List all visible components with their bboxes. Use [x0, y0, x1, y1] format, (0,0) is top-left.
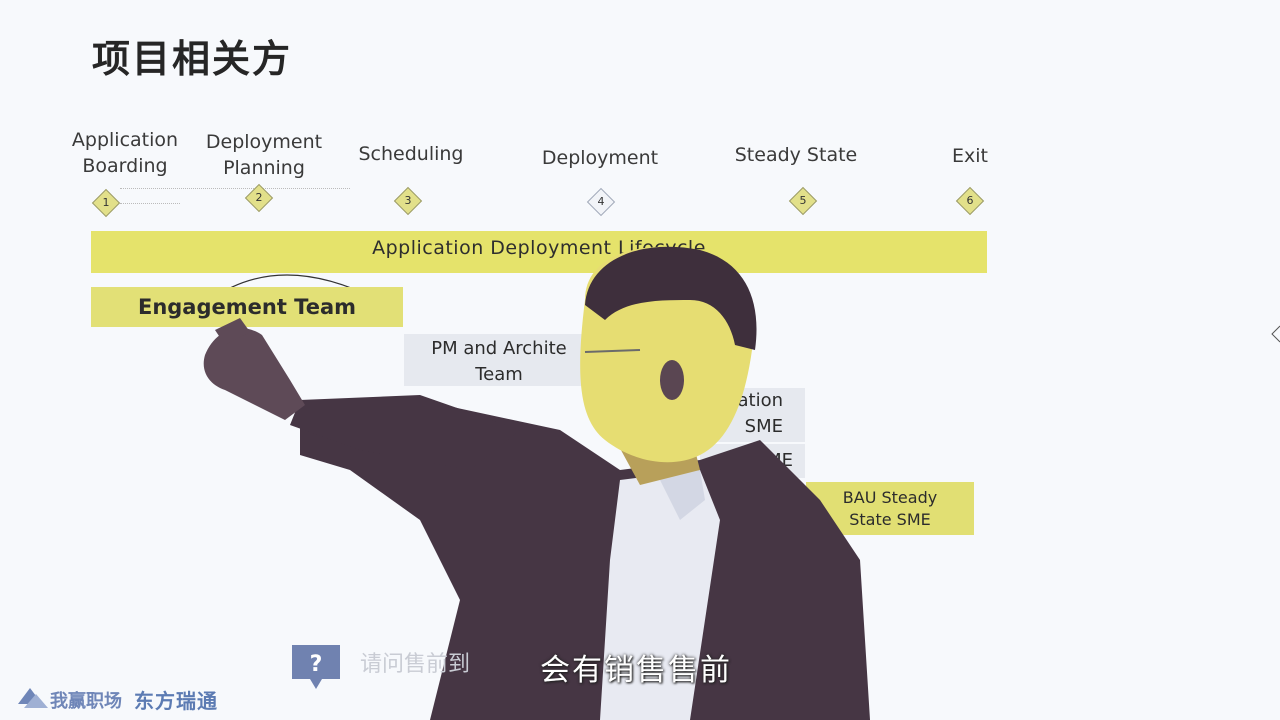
- phase-label-application-boarding: Application Boarding: [60, 127, 190, 179]
- phase-label-line1: Deployment: [205, 131, 323, 153]
- video-subtitle: 会有销售售前: [540, 653, 732, 688]
- bau-steady-state-sme-box: BAU Steady State SME: [806, 482, 974, 535]
- phase-label-line1: Exit: [952, 145, 988, 167]
- brand-logo-left: 我赢职场: [50, 691, 122, 712]
- phase-label-scheduling: Scheduling: [345, 141, 477, 167]
- question-bubble-icon: ?: [292, 645, 340, 689]
- timeline-dotted-line: [120, 188, 350, 189]
- phase-label-line2: Boarding: [82, 155, 168, 177]
- role-line2: SME: [744, 416, 783, 437]
- role-line1: ration: [730, 390, 783, 411]
- phase-label-exit: Exit: [935, 143, 1005, 169]
- phase-label-deployment: Deployment: [530, 145, 670, 171]
- svg-text:?: ?: [310, 652, 323, 677]
- phase-label-line1: Deployment: [541, 147, 659, 169]
- pm-architect-team-box: PM and Archite Team: [404, 334, 594, 386]
- phase-label-deployment-planning: Deployment Planning: [198, 129, 330, 181]
- phase-label-line2: Planning: [223, 157, 305, 179]
- brand-logo-icon: [18, 688, 48, 708]
- role-line1: PM and Archite: [431, 338, 567, 359]
- slide-title: 项目相关方: [92, 37, 293, 81]
- question-text: 请问售前到: [360, 652, 471, 677]
- phase-label-steady-state: Steady State: [720, 142, 872, 168]
- brand-logo-right: 东方瑞通: [134, 689, 218, 713]
- role-line1: BAU Steady: [842, 488, 938, 507]
- edge-mark-icon: [1271, 325, 1280, 343]
- timeline-dotted-line: [120, 203, 180, 204]
- phase-label-line1: Scheduling: [358, 143, 464, 165]
- phase-label-line1: Steady State: [734, 144, 858, 166]
- role-line2: Team: [475, 364, 523, 385]
- engagement-team-box: Engagement Team: [91, 287, 403, 327]
- role-line2: State SME: [849, 510, 931, 529]
- phase-label-line1: Application: [71, 129, 179, 151]
